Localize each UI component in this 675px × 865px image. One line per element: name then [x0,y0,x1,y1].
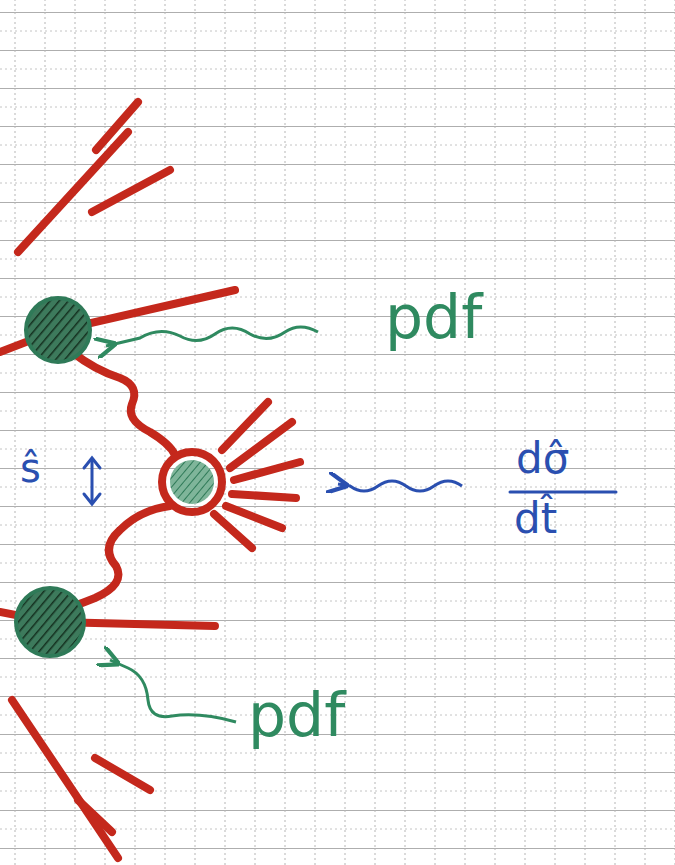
double-arrow [84,458,100,504]
proton-circle [16,588,84,656]
leader-arrow [106,327,318,346]
cross-section-denominator: dt̂ [514,496,557,542]
proton-circle [26,298,90,362]
pdf-label: pdf [248,682,345,748]
s-hat-label: ŝ [20,446,41,490]
fraction-bar [510,491,616,494]
pdf-label: pdf [385,284,482,350]
leader-arrow [338,481,462,491]
hard-process-core [170,460,214,504]
cross-section-numerator: dσ̂ [516,436,569,482]
leader-arrow [110,660,236,722]
